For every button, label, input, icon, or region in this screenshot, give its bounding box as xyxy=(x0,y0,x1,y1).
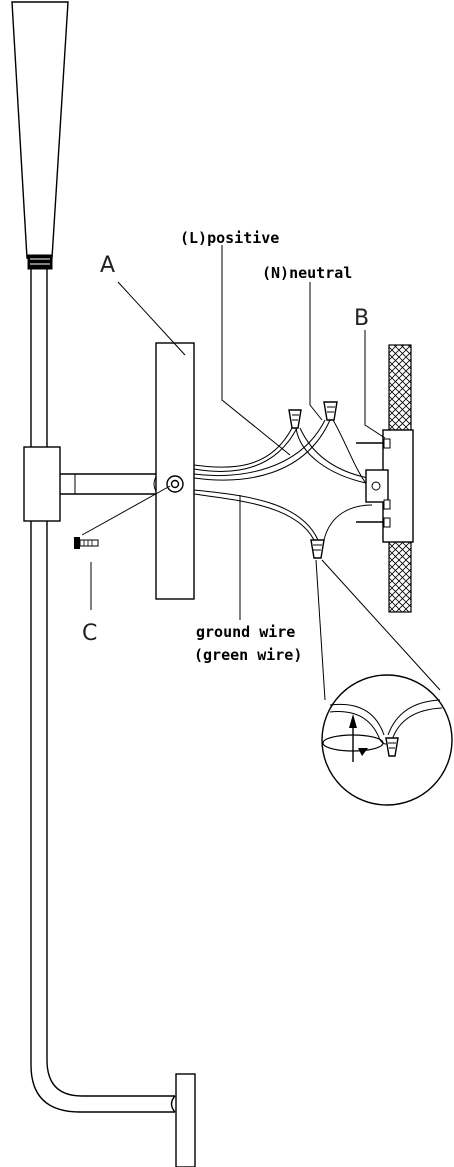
arm-tube-upper xyxy=(30,269,48,448)
label-part-b: B xyxy=(354,306,369,331)
positive-leader-line xyxy=(221,245,291,456)
label-neutral-wire: (N)neutral xyxy=(262,264,352,282)
wire-nut-ground xyxy=(310,539,325,559)
screw-leader-line xyxy=(81,485,171,536)
label-part-a: A xyxy=(100,253,115,278)
screw-icon xyxy=(74,537,99,549)
lamp-shade xyxy=(11,1,69,270)
arm-connector-block xyxy=(23,446,61,522)
a-leader-line xyxy=(117,281,186,356)
horizontal-arm xyxy=(60,473,160,495)
canopy-plate-a xyxy=(155,342,195,600)
junction-box-b xyxy=(356,429,414,543)
neutral-leader-line xyxy=(309,282,323,421)
zoom-line-right xyxy=(321,559,441,691)
label-part-c: C xyxy=(82,621,97,646)
shade-collar xyxy=(27,254,53,270)
arrow-up-icon xyxy=(349,714,357,728)
canopy-screw-hole xyxy=(166,475,184,493)
label-positive-wire: (L)positive xyxy=(180,229,279,247)
b-leader-line xyxy=(364,330,386,439)
wire-bundle xyxy=(193,419,373,541)
wire-nut-neutral xyxy=(323,401,338,421)
rotate-icon xyxy=(322,714,384,762)
label-green-wire: (green wire) xyxy=(194,646,302,664)
bottom-mount-plate xyxy=(170,1073,196,1167)
arm-tube-lower xyxy=(30,521,175,1113)
wire-nut-positive xyxy=(288,409,302,429)
label-ground-wire: ground wire xyxy=(196,623,295,641)
zoom-line-left xyxy=(315,559,326,701)
wire-nut-icon xyxy=(385,737,399,757)
